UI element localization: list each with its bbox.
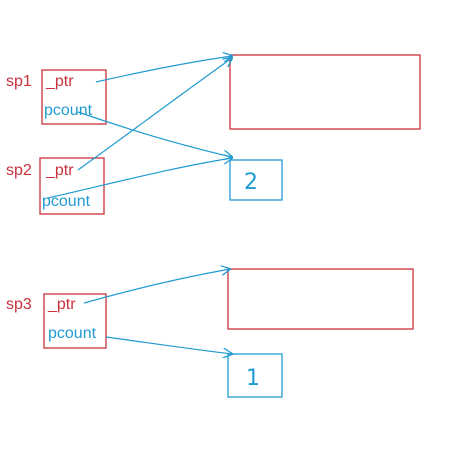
- shared-object-box: [229, 54, 421, 130]
- sp3-pcount-label: pcount: [48, 325, 97, 342]
- sp2-ptr-arrow: [77, 58, 232, 171]
- sp1-pcount-arrow: [77, 111, 232, 157]
- sp3-label: sp3: [6, 296, 32, 313]
- single-count-value: 1: [246, 366, 260, 391]
- sp1-label: sp1: [6, 73, 32, 90]
- sp2-box: [39, 157, 105, 215]
- sp2-pcount-label: pcount: [42, 193, 91, 210]
- sp3-ptr-arrow: [83, 269, 230, 304]
- sp3-ptr-label: _ptr: [47, 296, 76, 313]
- sp2-label: sp2: [6, 162, 32, 179]
- sp1-pcount-label: pcount: [44, 102, 93, 119]
- shared-count-box: [229, 159, 283, 201]
- single-object-box: [227, 268, 414, 330]
- sp1-ptr-arrow: [95, 56, 232, 83]
- sp1-ptr-label: _ptr: [45, 73, 74, 90]
- sp3-box: [43, 293, 107, 349]
- sp2-pcount-arrow: [47, 158, 232, 199]
- shared-count-value: 2: [244, 170, 258, 195]
- sp3-pcount-arrow: [105, 336, 232, 354]
- sp2-ptr-label: _ptr: [45, 162, 74, 179]
- single-count-box: [227, 353, 283, 398]
- sp1-box: [41, 69, 107, 125]
